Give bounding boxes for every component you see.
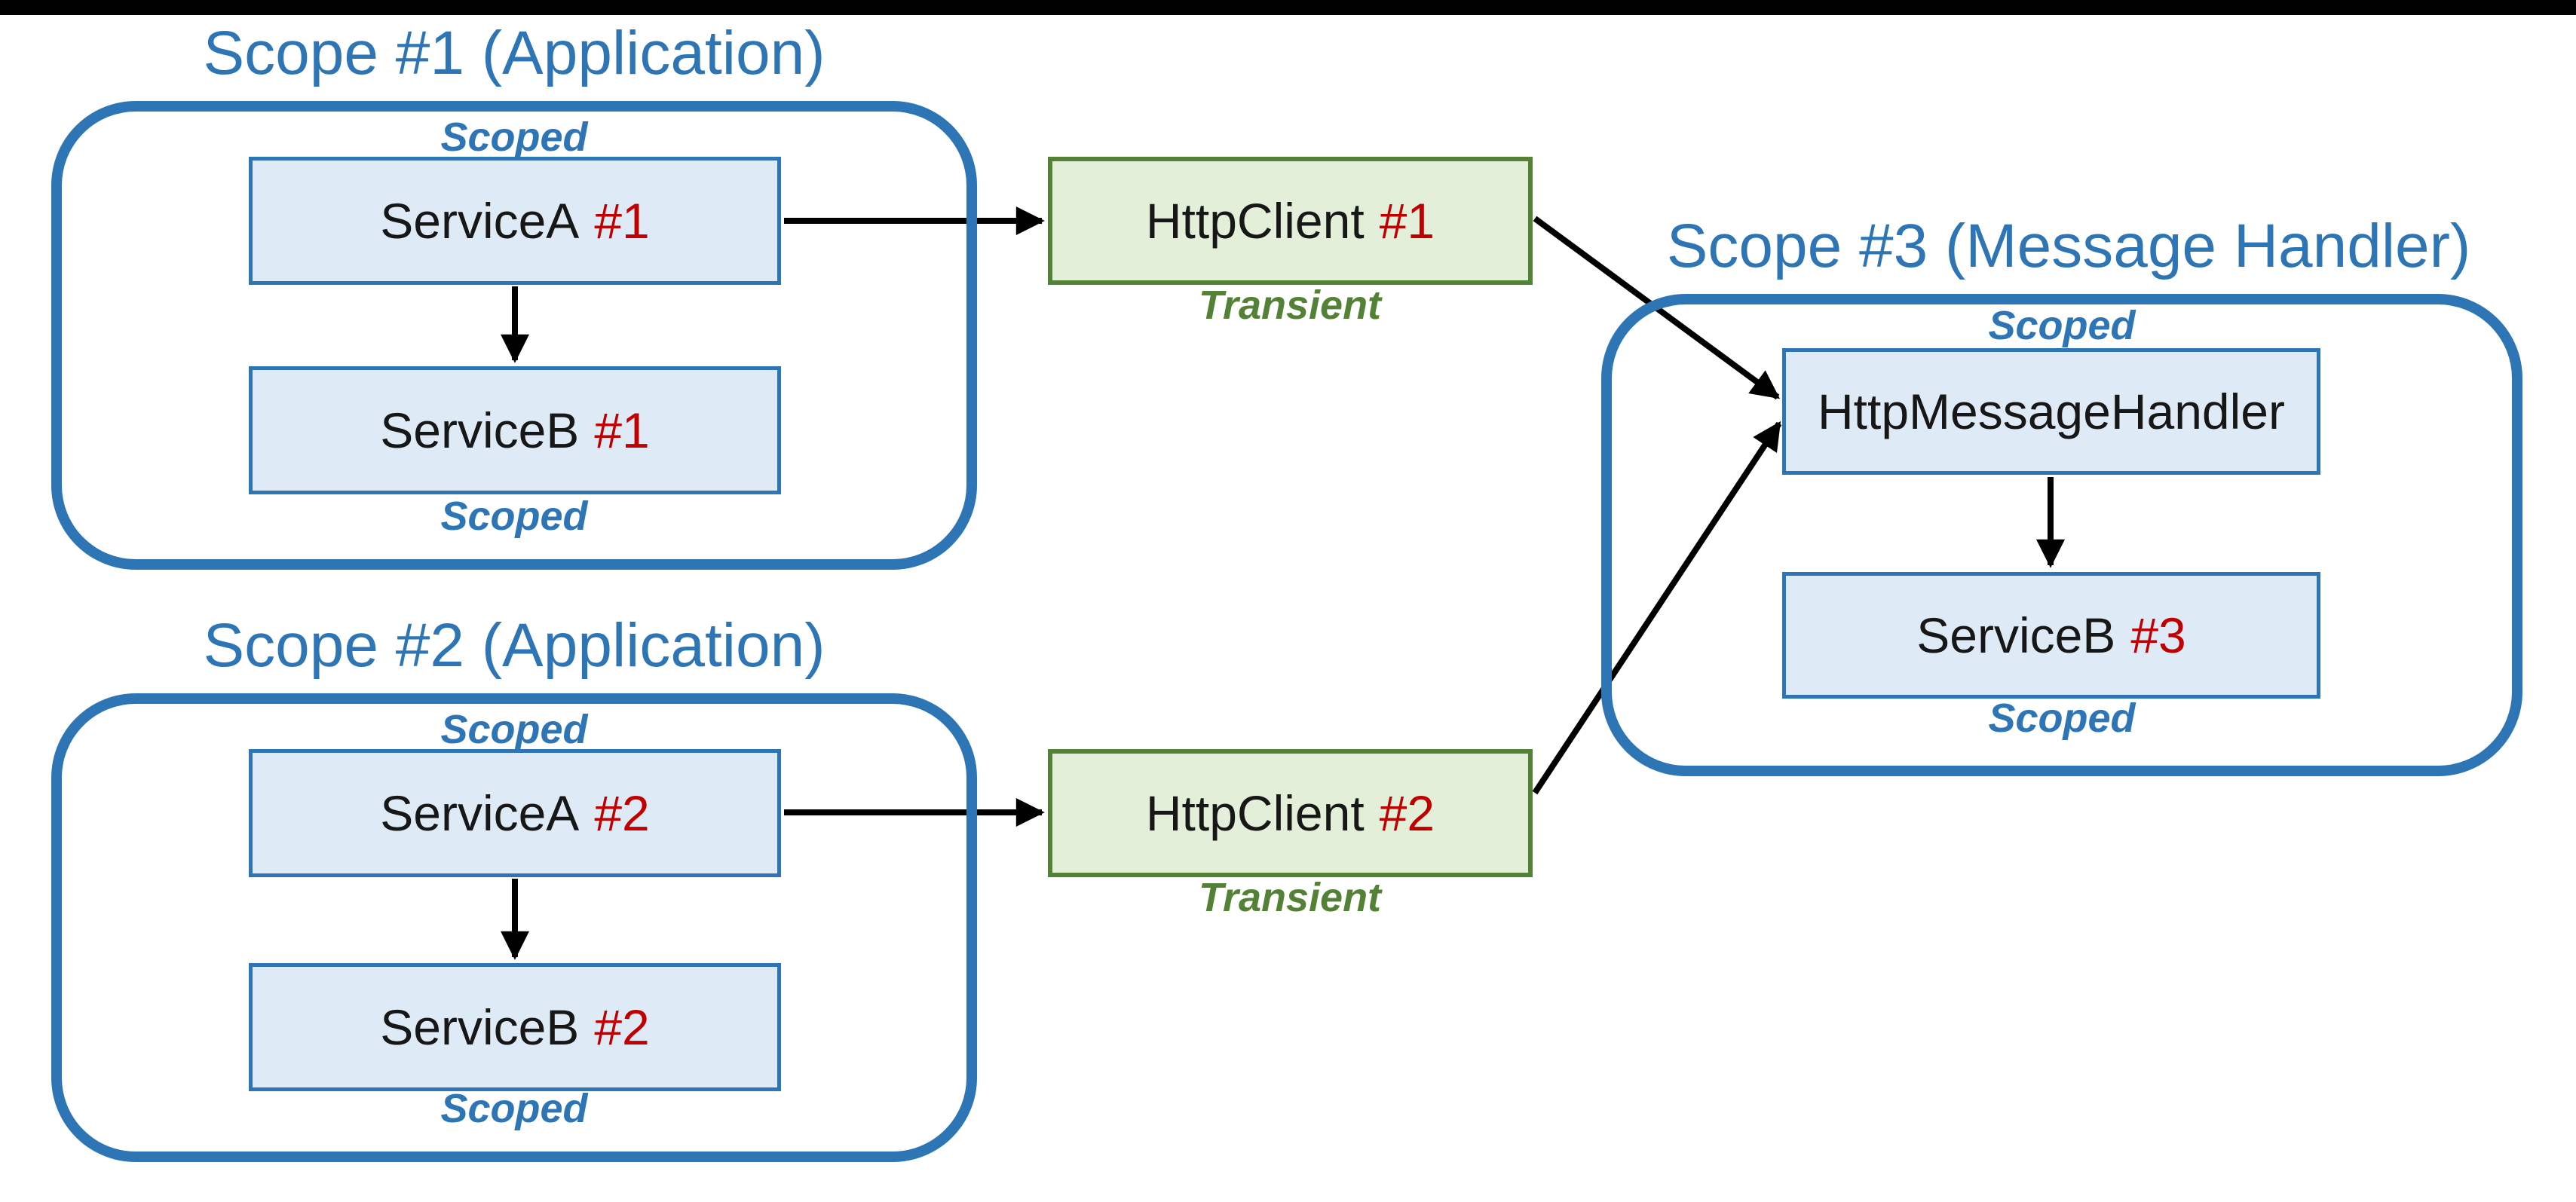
httpmessagehandler-box: HttpMessageHandler — [1782, 348, 2320, 475]
serviceb1-number: #1 — [594, 402, 650, 458]
serviceb2-label: ServiceB — [380, 999, 580, 1055]
httpclient2-box: HttpClient #2 — [1048, 749, 1533, 877]
httpclient1-transient-label: Transient — [1198, 283, 1382, 328]
serviceb1-label: ServiceB — [380, 402, 580, 458]
scope3-top-scoped-label: Scoped — [1988, 303, 2136, 348]
serviceb1-box: ServiceB #1 — [249, 366, 781, 494]
scope1-top-scoped-label: Scoped — [440, 115, 588, 160]
serviceb3-number: #3 — [2130, 607, 2186, 663]
scope3-bottom-scoped-label: Scoped — [1988, 696, 2136, 741]
serviceb2-box: ServiceB #2 — [249, 963, 781, 1091]
servicea2-number: #2 — [594, 785, 650, 841]
scope2-title: Scope #2 (Application) — [203, 611, 825, 680]
servicea2-box: ServiceA #2 — [249, 749, 781, 877]
httpclient1-box: HttpClient #1 — [1048, 157, 1533, 285]
serviceb3-label: ServiceB — [1916, 607, 2116, 663]
scope1-bottom-scoped-label: Scoped — [440, 494, 588, 539]
servicea1-number: #1 — [594, 193, 650, 249]
scope2-top-scoped-label: Scoped — [440, 707, 588, 752]
scope1-title: Scope #1 (Application) — [203, 19, 825, 87]
scope3-title: Scope #3 (Message Handler) — [1666, 212, 2471, 280]
httpclient1-label: HttpClient — [1145, 193, 1365, 249]
httpclient1-number: #1 — [1379, 193, 1435, 249]
scope3-container — [1601, 294, 2522, 776]
serviceb2-number: #2 — [594, 999, 650, 1055]
serviceb3-box: ServiceB #3 — [1782, 572, 2320, 699]
httpclient2-number: #2 — [1379, 785, 1435, 841]
scope2-bottom-scoped-label: Scoped — [440, 1086, 588, 1131]
scope2-container — [51, 693, 977, 1162]
httpmessagehandler-label: HttpMessageHandler — [1818, 384, 2285, 439]
httpclient2-label: HttpClient — [1145, 785, 1365, 841]
servicea2-label: ServiceA — [380, 785, 580, 841]
top-black-bar — [0, 0, 2576, 15]
scope1-container — [51, 101, 977, 570]
httpclient2-transient-label: Transient — [1198, 875, 1382, 920]
servicea1-box: ServiceA #1 — [249, 157, 781, 285]
servicea1-label: ServiceA — [380, 193, 580, 249]
